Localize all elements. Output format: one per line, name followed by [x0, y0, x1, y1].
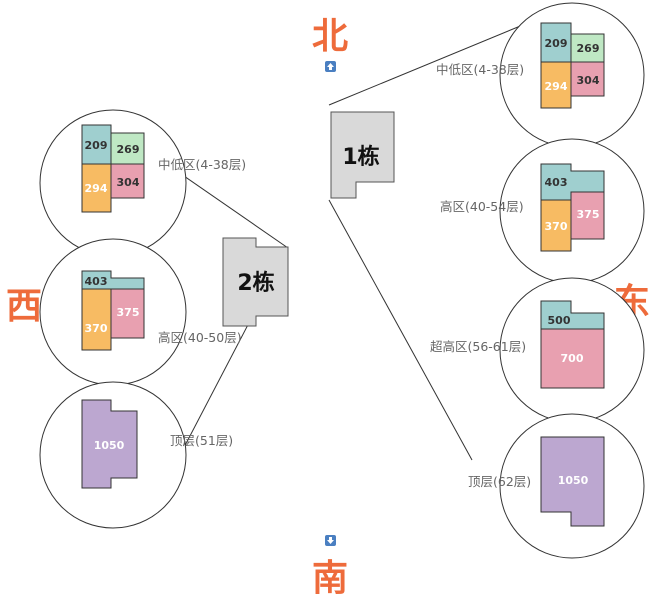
unit-label: 294	[545, 80, 568, 93]
zone-label: 超高区(56-61层)	[430, 339, 526, 354]
unit-label: 304	[117, 176, 140, 189]
building-1: 1栋	[330, 111, 395, 199]
unit-label: 403	[85, 275, 108, 288]
unit-label: 370	[545, 220, 568, 233]
unit-label: 403	[545, 176, 568, 189]
unit-label: 500	[548, 314, 571, 327]
zone-label: 高区(40-54层)	[440, 199, 524, 214]
unit-label: 269	[117, 143, 140, 156]
unit-label: 269	[577, 42, 600, 55]
b1-zone-top: 1050 顶层(62层)	[468, 413, 645, 559]
unit-label: 375	[117, 306, 140, 319]
north-arrow-icon	[325, 61, 336, 72]
unit-label: 294	[85, 182, 108, 195]
b2-zone-low: 209 269 294 304 中低区(4-38层)	[39, 109, 246, 257]
b2-zone-top: 1050 顶层(51层)	[39, 381, 233, 529]
b1-zone-low: 209 269 294 304 中低区(4-38层)	[436, 2, 645, 148]
unit-label: 209	[85, 139, 108, 152]
south-arrow-icon	[325, 535, 336, 546]
building-2: 2栋	[222, 237, 289, 327]
south-label: 南	[312, 558, 348, 599]
unit-label: 370	[85, 322, 108, 335]
unit-label: 209	[545, 37, 568, 50]
zone-label: 中低区(4-38层)	[158, 157, 246, 172]
zone-label: 中低区(4-38层)	[436, 62, 524, 77]
unit-label: 1050	[558, 474, 589, 487]
unit-label: 1050	[94, 439, 125, 452]
b1-zone-ultra: 500 700 超高区(56-61层)	[430, 277, 645, 423]
unit-label: 375	[577, 208, 600, 221]
b2-zone-high: 403 375 370 高区(40-50层)	[39, 238, 242, 386]
north-label: 北	[312, 16, 348, 57]
unit-label: 304	[577, 74, 600, 87]
zone-label: 顶层(51层)	[170, 433, 233, 448]
west-label: 西	[6, 286, 42, 327]
zone-label: 顶层(62层)	[468, 474, 531, 489]
building-2-label: 2栋	[237, 270, 274, 296]
zone-label: 高区(40-50层)	[158, 330, 242, 345]
unit-label: 700	[561, 352, 584, 365]
b1-zone-high: 403 375 370 高区(40-54层)	[440, 138, 645, 284]
building-1-label: 1栋	[342, 144, 379, 170]
